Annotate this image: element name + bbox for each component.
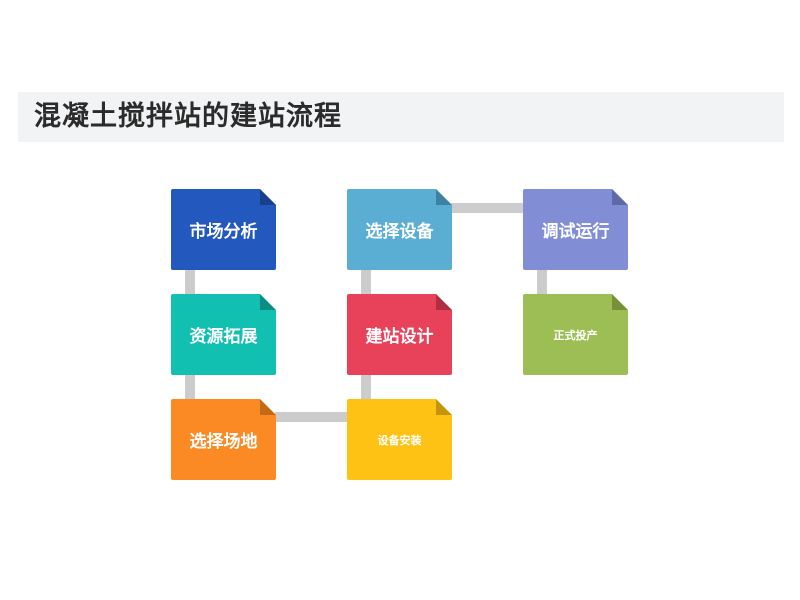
fold-corner bbox=[436, 189, 452, 205]
fold-corner bbox=[612, 294, 628, 310]
fold-corner bbox=[260, 189, 276, 205]
step-label: 市场分析 bbox=[189, 222, 258, 242]
connector-site-install bbox=[275, 412, 350, 422]
connector-resource-site bbox=[185, 374, 195, 402]
step-production: 正式投产 bbox=[523, 294, 628, 375]
connector-commission-production bbox=[537, 268, 547, 296]
step-label: 正式投产 bbox=[553, 328, 598, 342]
step-commissioning: 调试运行 bbox=[523, 189, 628, 270]
step-choose-site: 选择场地 bbox=[171, 399, 276, 480]
step-label: 选择设备 bbox=[365, 222, 434, 242]
fold-corner bbox=[260, 399, 276, 415]
connector-design-equipment bbox=[361, 268, 371, 296]
step-label: 选择场地 bbox=[189, 432, 258, 452]
step-label: 设备安装 bbox=[377, 433, 422, 447]
page-title: 混凝土搅拌站的建站流程 bbox=[34, 101, 342, 132]
connector-market-resource bbox=[185, 268, 195, 296]
step-market-analysis: 市场分析 bbox=[171, 189, 276, 270]
fold-corner bbox=[436, 399, 452, 415]
step-install-equipment: 设备安装 bbox=[347, 399, 452, 480]
connector-equipment-commission bbox=[451, 203, 526, 213]
step-label: 资源拓展 bbox=[189, 327, 258, 347]
step-station-design: 建站设计 bbox=[347, 294, 452, 375]
step-label: 建站设计 bbox=[365, 327, 434, 347]
fold-corner bbox=[436, 294, 452, 310]
step-resource-expand: 资源拓展 bbox=[171, 294, 276, 375]
step-label: 调试运行 bbox=[541, 222, 610, 242]
title-bar: 混凝土搅拌站的建站流程 bbox=[18, 92, 784, 142]
step-choose-equipment: 选择设备 bbox=[347, 189, 452, 270]
fold-corner bbox=[612, 189, 628, 205]
connector-install-design bbox=[361, 374, 371, 402]
fold-corner bbox=[260, 294, 276, 310]
